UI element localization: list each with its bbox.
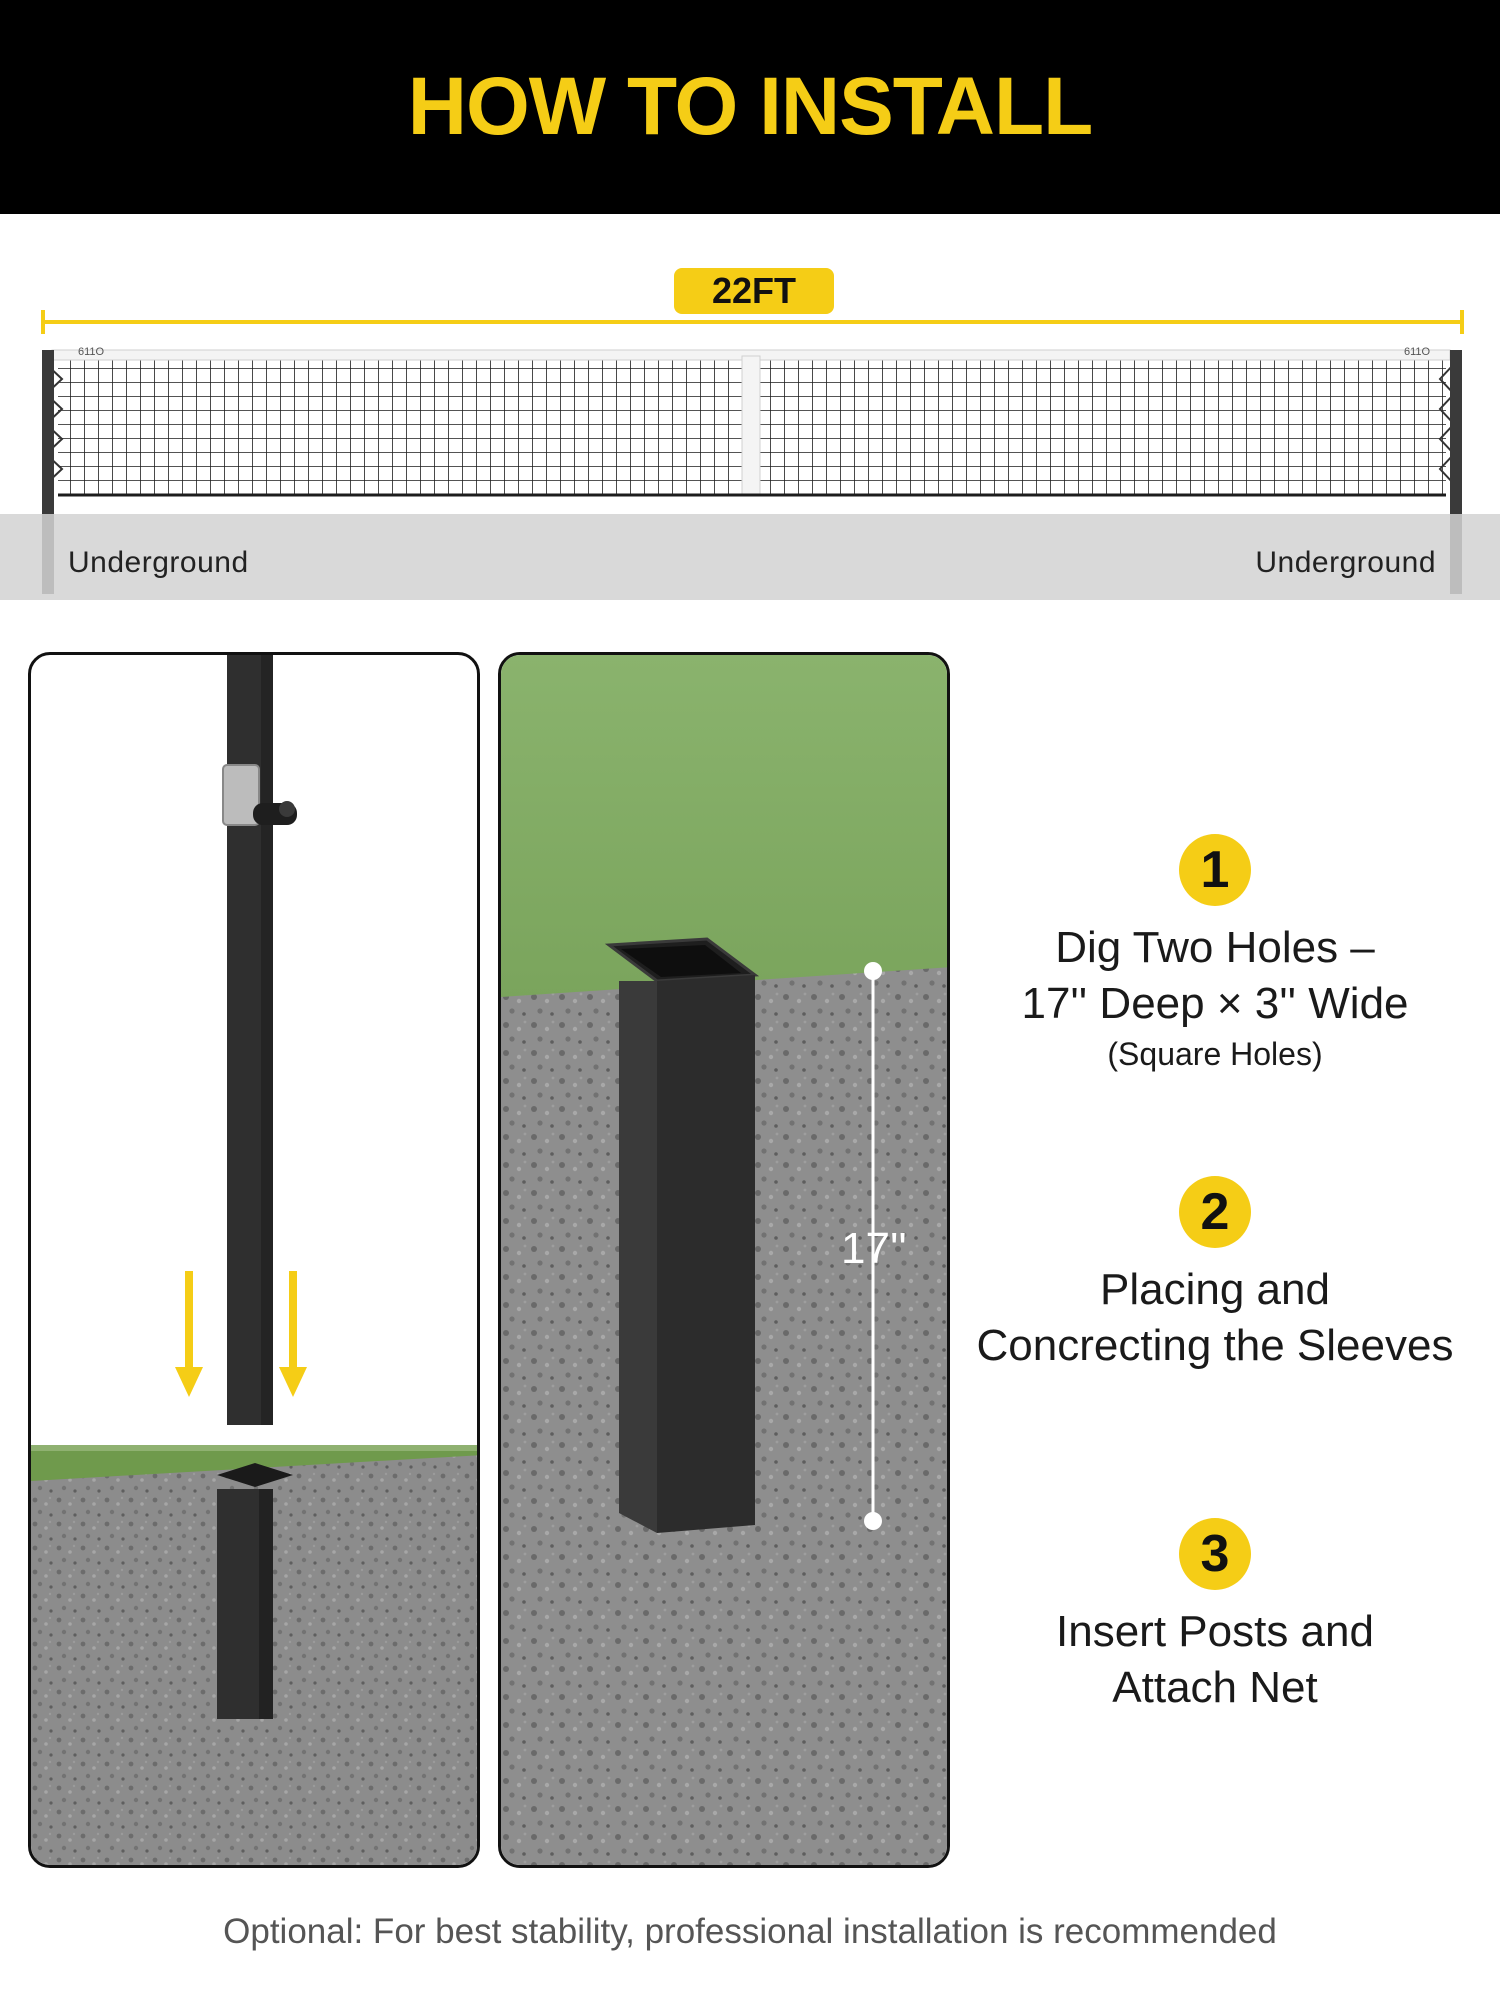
insert-post-illustration bbox=[28, 652, 480, 1868]
net-post-right-underground bbox=[1450, 514, 1462, 594]
down-arrow-left bbox=[175, 1271, 203, 1397]
step-3: 3 Insert Posts and Attach Net bbox=[950, 1518, 1480, 1716]
length-badge: 22FT bbox=[674, 268, 834, 314]
step-3-line2: Attach Net bbox=[1112, 1663, 1318, 1712]
turf-edge bbox=[31, 1445, 477, 1451]
net-overview: Underground Underground 611O bbox=[0, 214, 1500, 600]
net-post-left bbox=[42, 350, 54, 514]
depth-dimension-bottom bbox=[864, 1512, 882, 1530]
down-arrow-right bbox=[279, 1271, 307, 1397]
sleeve-depth-drawing: 17'' bbox=[501, 655, 947, 1865]
step-1: 1 Dig Two Holes – 17'' Deep × 3'' Wide (… bbox=[950, 834, 1480, 1076]
sleeve-body bbox=[619, 981, 657, 1533]
step-2-badge: 2 bbox=[1179, 1176, 1251, 1248]
ground-band: Underground Underground bbox=[0, 514, 1500, 600]
brand-tag-left: 611O bbox=[78, 346, 105, 358]
step-1-badge: 1 bbox=[1179, 834, 1251, 906]
net-center-strap bbox=[741, 355, 761, 497]
net-post-right bbox=[1450, 350, 1462, 514]
underground-label-right: Underground bbox=[1255, 546, 1436, 579]
step-1-note: (Square Holes) bbox=[1107, 1036, 1323, 1072]
brand-tag-right: 611O bbox=[1404, 346, 1431, 358]
turf-surface bbox=[31, 1445, 477, 1481]
header-banner: HOW TO INSTALL bbox=[0, 0, 1500, 214]
hole-opening bbox=[217, 1463, 293, 1487]
depth-label: 17'' bbox=[841, 1224, 907, 1273]
step-1-line2: 17'' Deep × 3'' Wide bbox=[1021, 979, 1409, 1028]
step-2-line2: Concrecting the Sleeves bbox=[976, 1321, 1454, 1370]
net-post-left-underground bbox=[42, 514, 54, 594]
step-3-badge: 3 bbox=[1179, 1518, 1251, 1590]
step-1-line1: Dig Two Holes – bbox=[1055, 923, 1375, 972]
sleeve-depth-illustration: 17'' bbox=[498, 652, 950, 1868]
page-title: HOW TO INSTALL bbox=[407, 61, 1093, 152]
footer-note: Optional: For best stability, profession… bbox=[223, 1912, 1277, 1951]
step-2-line1: Placing and bbox=[1100, 1265, 1330, 1314]
net-illustration: 611O 611O bbox=[41, 310, 1464, 594]
step-2: 2 Placing and Concrecting the Sleeves bbox=[950, 1176, 1480, 1374]
post-bracket bbox=[222, 764, 260, 826]
step-3-line1: Insert Posts and bbox=[1056, 1607, 1374, 1656]
insert-post-drawing bbox=[31, 655, 477, 1865]
depth-dimension-top bbox=[864, 962, 882, 980]
underground-label-left: Underground bbox=[68, 546, 249, 579]
turf-surface bbox=[501, 655, 947, 1005]
